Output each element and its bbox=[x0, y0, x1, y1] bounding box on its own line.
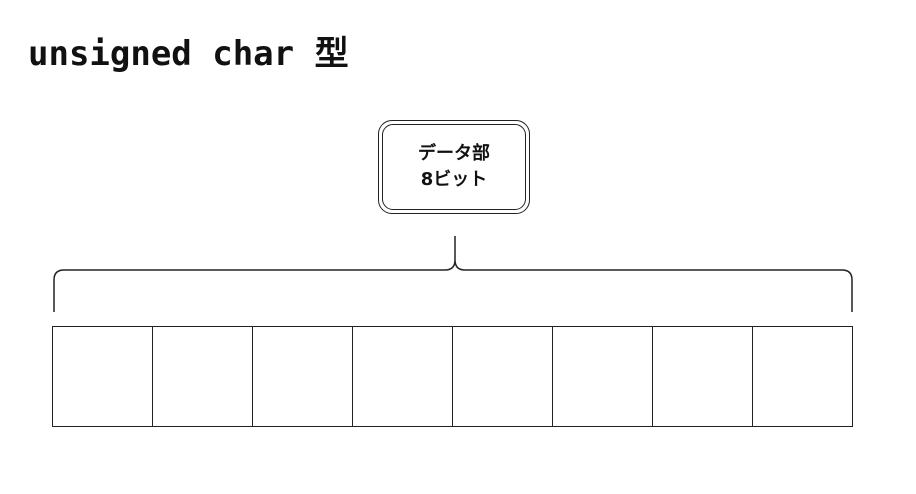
bit-cell bbox=[652, 327, 752, 426]
data-part-label-line1: データ部 bbox=[418, 143, 490, 164]
bit-cells-row bbox=[52, 326, 853, 427]
data-part-label-line2: 8ビット bbox=[420, 169, 488, 190]
bit-cell bbox=[252, 327, 352, 426]
bit-cell bbox=[152, 327, 252, 426]
bit-cell bbox=[452, 327, 552, 426]
bit-cell bbox=[552, 327, 652, 426]
brace-path bbox=[53, 236, 853, 312]
data-part-label-inner: データ部 8ビット bbox=[382, 124, 526, 210]
bit-cell bbox=[53, 327, 152, 426]
diagram-title: unsigned char 型 bbox=[28, 34, 349, 74]
bit-cell bbox=[352, 327, 452, 426]
bit-cell bbox=[752, 327, 852, 426]
data-part-label-box: データ部 8ビット bbox=[378, 120, 530, 214]
